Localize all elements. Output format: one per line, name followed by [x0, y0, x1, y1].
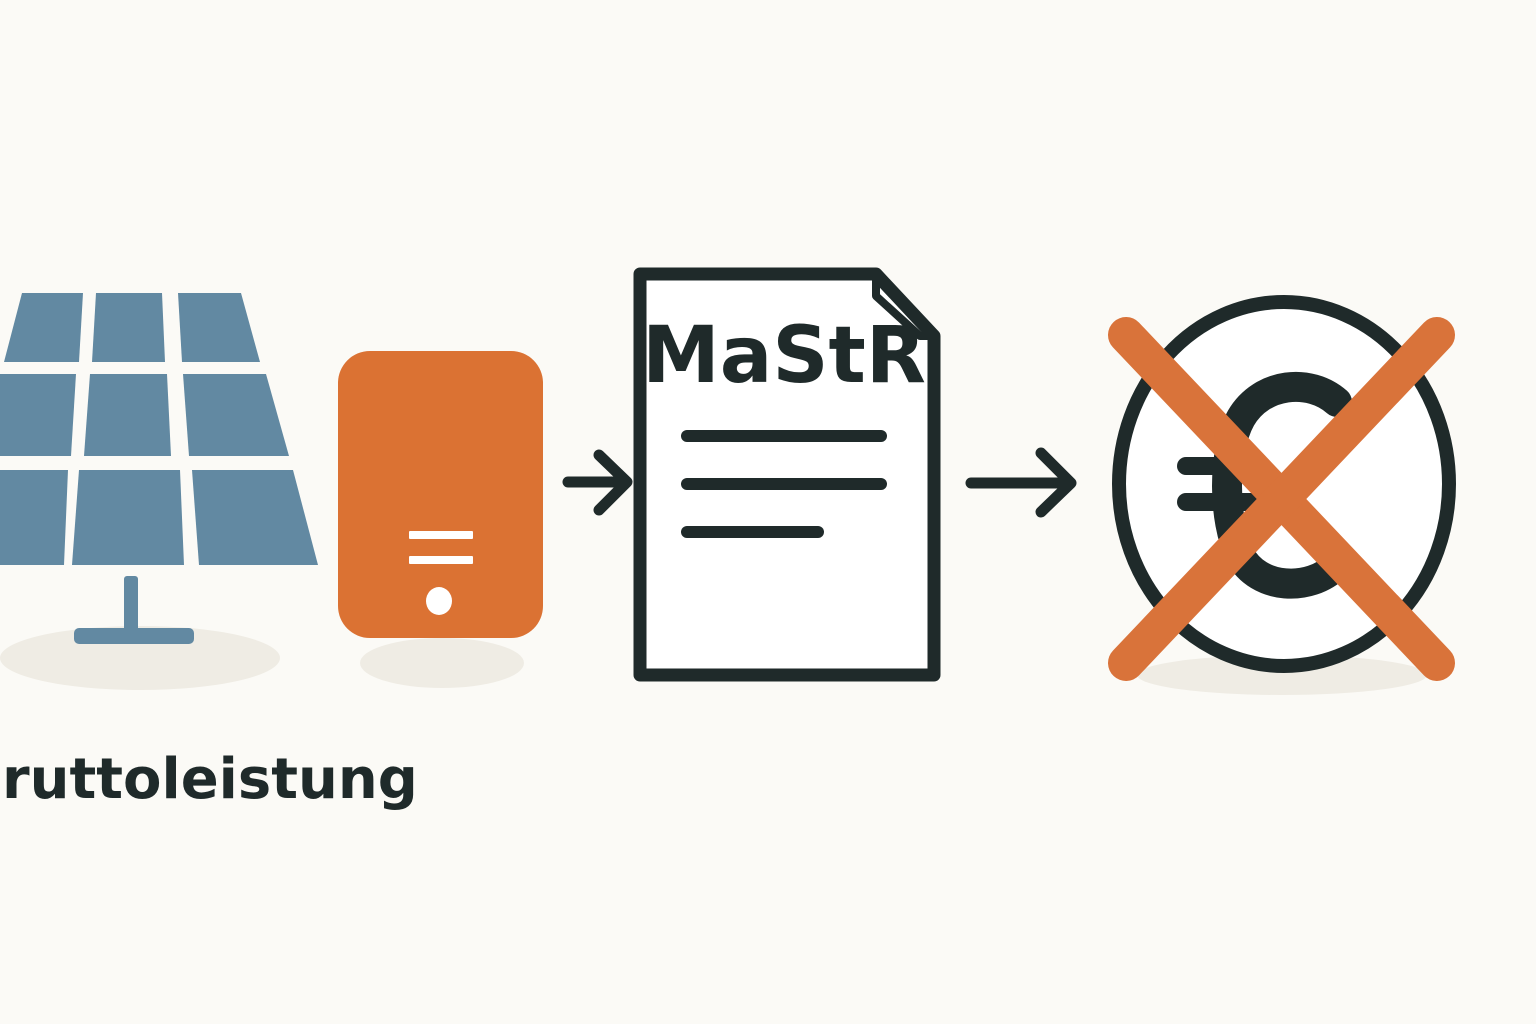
document-icon: MaStR	[633, 267, 941, 682]
euro-crossed-icon	[1108, 295, 1456, 681]
arrow-right-icon	[562, 449, 633, 516]
document-lines	[681, 430, 887, 538]
capacity-label: ruttoleistung	[2, 747, 418, 812]
solar-panel-shadow	[0, 626, 280, 690]
arrow-right-icon	[965, 447, 1077, 518]
cross-icon	[1108, 317, 1455, 681]
solar-panel-icon	[0, 293, 318, 644]
solar-cells	[0, 293, 318, 565]
inverter-shadow	[360, 638, 524, 688]
solar-panel-base	[74, 628, 194, 644]
document-title: MaStR	[642, 311, 926, 401]
solar-panel-post	[124, 576, 138, 636]
euro-shadow	[1137, 655, 1427, 695]
inverter-icon	[338, 351, 543, 638]
